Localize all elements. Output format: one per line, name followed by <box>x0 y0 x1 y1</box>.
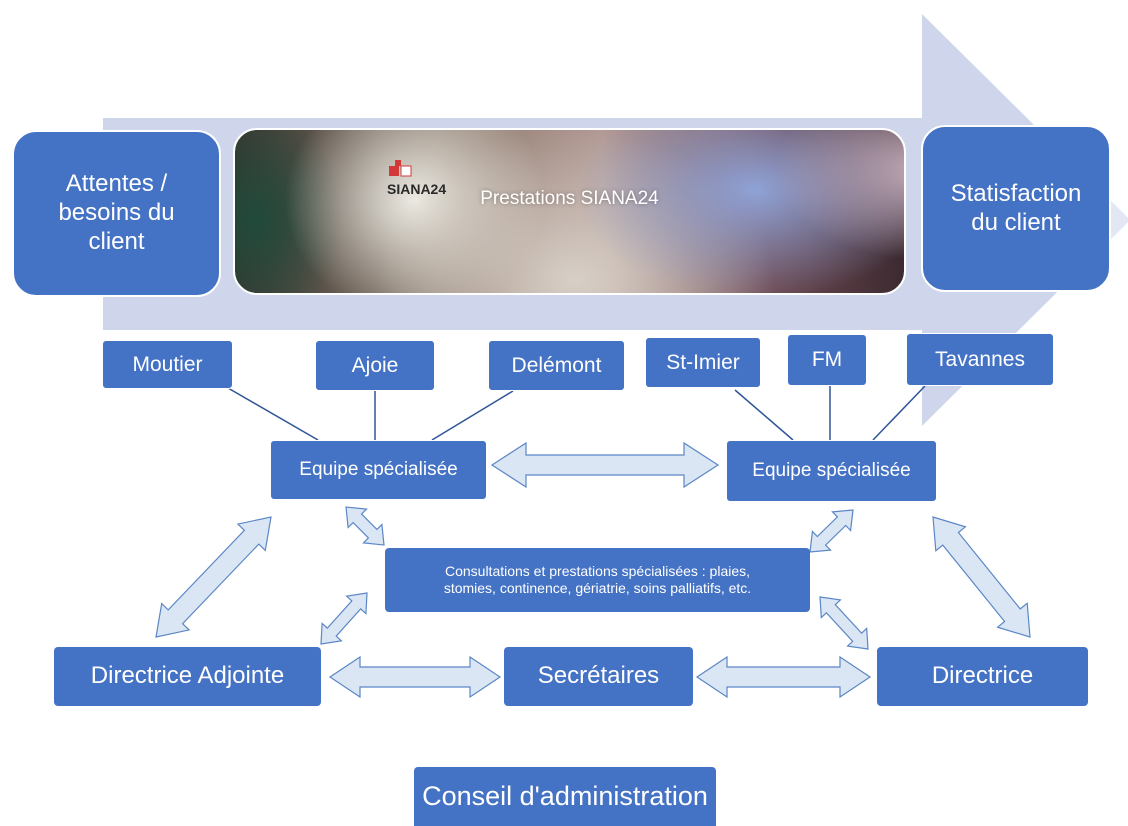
client-needs-label: Attentes / besoins du client <box>58 170 175 255</box>
services-label: Prestations SIANA24 <box>480 188 659 209</box>
board-box: Conseil d'administration <box>414 767 716 826</box>
deputy-director-label: Directrice Adjointe <box>90 662 285 690</box>
arrow-team-left-consultations <box>345 506 385 546</box>
arrow-team-left-right <box>490 441 720 489</box>
arrow-deputy-consultations <box>320 592 368 645</box>
specialized-consultations-box: Consultations et prestations spécialisée… <box>385 548 810 612</box>
director-box: Directrice <box>877 647 1088 706</box>
specialized-team-left: Equipe spécialisée <box>270 440 487 500</box>
client-needs-box: Attentes / besoins du client <box>12 130 221 297</box>
region-st-imier-label: St-Imier <box>666 350 740 374</box>
specialized-team-right-label: Equipe spécialisée <box>752 459 911 481</box>
region-fm: FM <box>787 334 867 386</box>
region-tavannes: Tavannes <box>906 333 1054 386</box>
region-ajoie-label: Ajoie <box>351 353 399 377</box>
arrow-director-consultations <box>819 596 869 650</box>
link-delemont <box>431 390 514 441</box>
secretaries-box: Secrétaires <box>504 647 693 706</box>
arrow-director-team-right <box>932 516 1031 638</box>
region-moutier: Moutier <box>102 340 233 389</box>
secretaries-label: Secrétaires <box>537 662 660 690</box>
client-satisfaction-label: Statisfaction du client <box>950 179 1082 236</box>
deputy-director-box: Directrice Adjointe <box>54 647 321 706</box>
specialized-team-right: Equipe spécialisée <box>726 440 937 502</box>
arrow-team-right-consultations <box>809 509 854 553</box>
board-label: Conseil d'administration <box>422 781 708 812</box>
process-arrow-tip <box>1110 200 1128 240</box>
photo-logo-text: SIANA24 <box>387 181 446 197</box>
siana24-logo-icon: SIANA24 <box>387 160 446 197</box>
arrow-deputy-secretaries <box>328 655 502 699</box>
link-moutier <box>227 387 319 441</box>
region-fm-label: FM <box>811 348 843 372</box>
link-tavannes <box>872 385 926 441</box>
region-delemont-label: Delémont <box>511 353 602 377</box>
specialized-team-left-label: Equipe spécialisée <box>299 458 458 480</box>
arrow-secretaries-director <box>695 655 872 699</box>
region-ajoie: Ajoie <box>315 340 435 391</box>
director-label: Directrice <box>931 662 1034 690</box>
services-photo: SIANA24 Prestations SIANA24 <box>233 128 906 295</box>
region-delemont: Delémont <box>488 340 625 391</box>
region-st-imier: St-Imier <box>645 337 761 388</box>
arrow-deputy-team-left <box>155 516 272 638</box>
specialized-consultations-label: Consultations et prestations spécialisée… <box>443 562 752 597</box>
client-satisfaction-box: Statisfaction du client <box>921 125 1111 292</box>
region-tavannes-label: Tavannes <box>935 347 1025 371</box>
region-moutier-label: Moutier <box>132 352 203 376</box>
link-st-imier <box>734 389 794 441</box>
